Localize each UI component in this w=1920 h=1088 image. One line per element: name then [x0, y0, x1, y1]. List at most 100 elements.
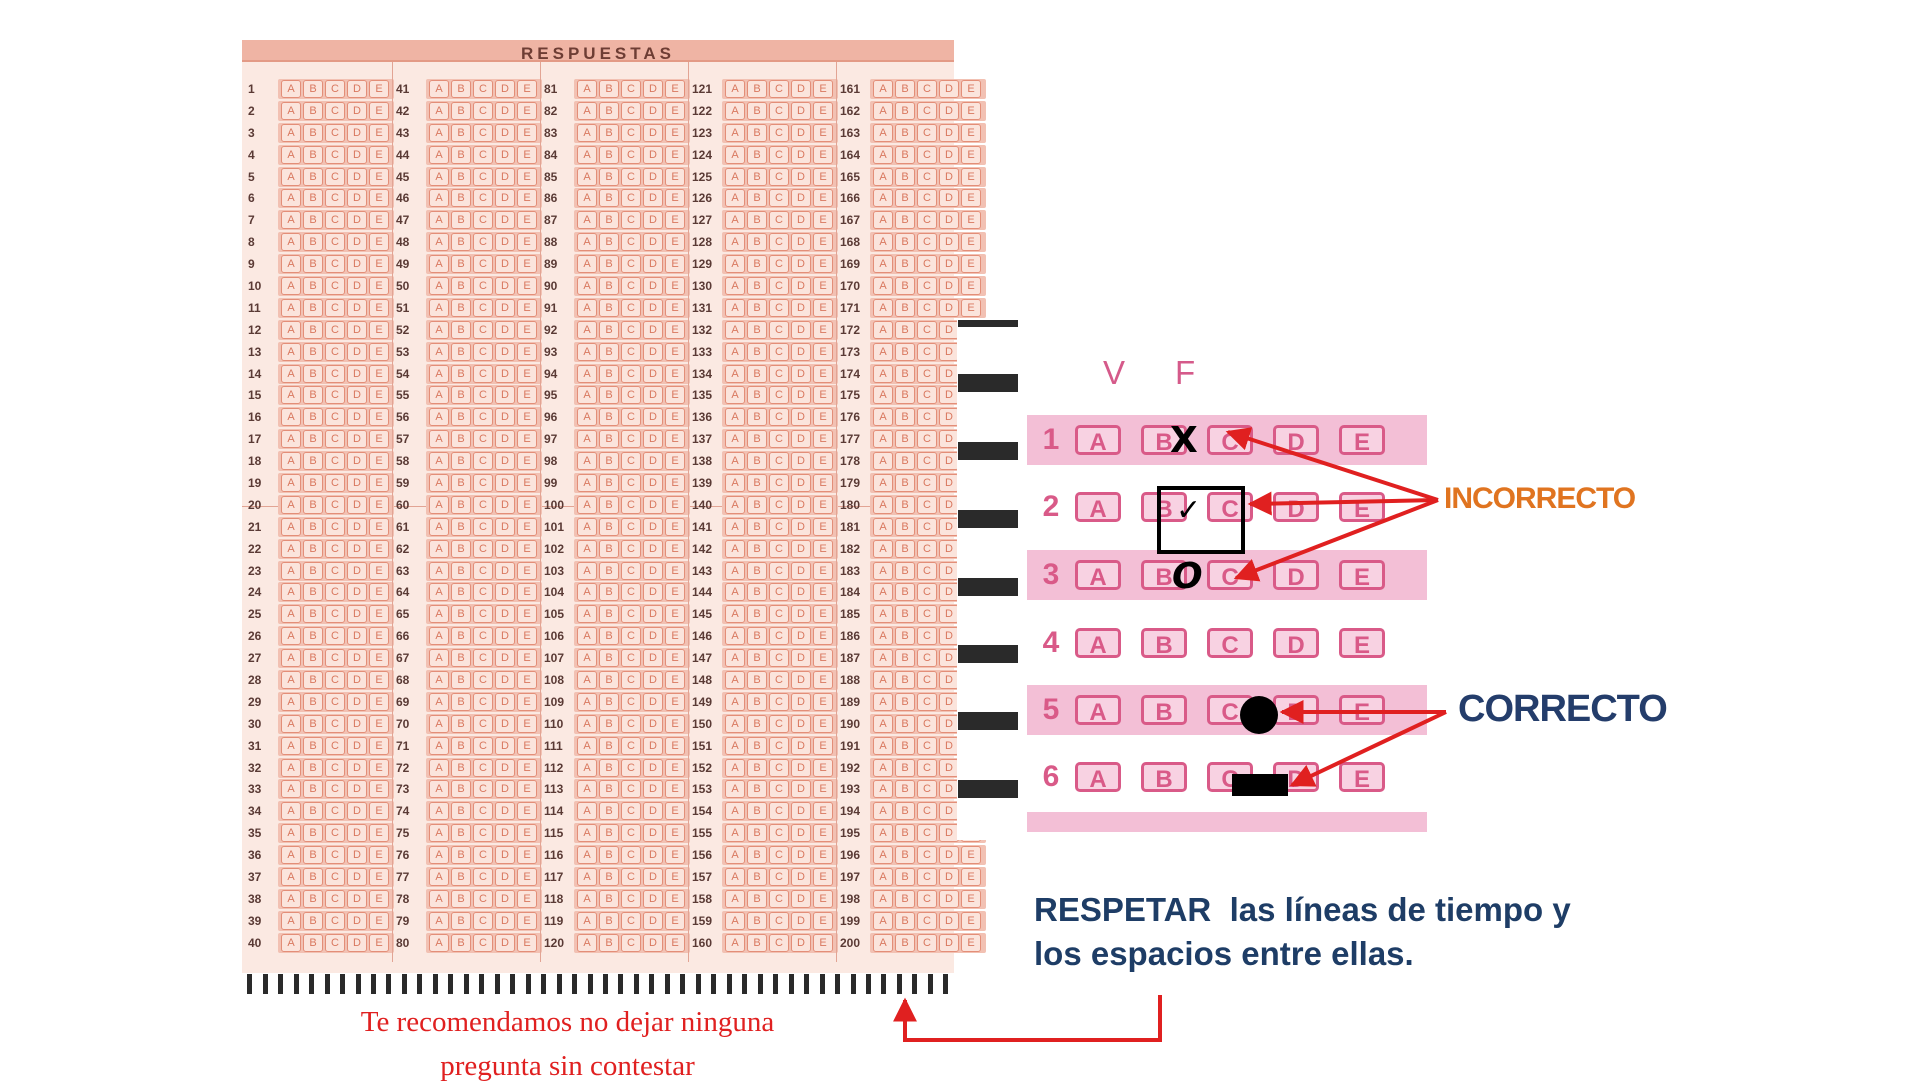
- answer-bubble[interactable]: E: [369, 714, 389, 733]
- answer-bubble[interactable]: A: [725, 758, 745, 777]
- answer-bubble[interactable]: A: [429, 255, 449, 274]
- answer-bubble[interactable]: B: [303, 430, 323, 449]
- answer-bubble[interactable]: C: [621, 320, 641, 339]
- answer-bubble[interactable]: B: [451, 889, 471, 908]
- answer-bubble[interactable]: B: [895, 79, 915, 98]
- answer-bubble[interactable]: D: [347, 649, 367, 668]
- answer-bubble[interactable]: C: [769, 276, 789, 295]
- answer-bubble[interactable]: D: [495, 846, 515, 865]
- answer-bubble[interactable]: A: [725, 780, 745, 799]
- answer-bubble[interactable]: C: [325, 145, 345, 164]
- answer-bubble[interactable]: C: [769, 670, 789, 689]
- answer-bubble[interactable]: A: [577, 758, 597, 777]
- answer-bubble[interactable]: B: [895, 933, 915, 952]
- answer-bubble[interactable]: B: [599, 780, 619, 799]
- answer-bubble[interactable]: B: [451, 911, 471, 930]
- answer-bubble[interactable]: A: [281, 670, 301, 689]
- answer-bubble[interactable]: E: [517, 145, 537, 164]
- answer-bubble[interactable]: B: [303, 802, 323, 821]
- answer-bubble[interactable]: A: [429, 167, 449, 186]
- answer-bubble[interactable]: D: [643, 933, 663, 952]
- answer-bubble[interactable]: C: [473, 276, 493, 295]
- answer-bubble[interactable]: C: [917, 320, 937, 339]
- answer-bubble[interactable]: C: [325, 736, 345, 755]
- answer-bubble[interactable]: E: [665, 320, 685, 339]
- answer-bubble[interactable]: A: [725, 539, 745, 558]
- answer-bubble[interactable]: C: [621, 670, 641, 689]
- answer-bubble[interactable]: C: [325, 758, 345, 777]
- answer-bubble[interactable]: D: [347, 79, 367, 98]
- answer-bubble[interactable]: A: [281, 758, 301, 777]
- answer-bubble[interactable]: D: [643, 627, 663, 646]
- answer-bubble[interactable]: A: [429, 517, 449, 536]
- answer-bubble[interactable]: B: [747, 824, 767, 843]
- answer-bubble[interactable]: C: [473, 167, 493, 186]
- answer-bubble[interactable]: B: [895, 495, 915, 514]
- answer-bubble[interactable]: D: [495, 255, 515, 274]
- answer-bubble[interactable]: B: [747, 780, 767, 799]
- answer-bubble[interactable]: A: [725, 79, 745, 98]
- answer-bubble[interactable]: A: [873, 517, 893, 536]
- answer-bubble[interactable]: E: [665, 276, 685, 295]
- answer-bubble[interactable]: E: [813, 517, 833, 536]
- answer-bubble[interactable]: A: [281, 145, 301, 164]
- answer-bubble[interactable]: E: [517, 868, 537, 886]
- answer-bubble[interactable]: C: [769, 539, 789, 558]
- answer-bubble[interactable]: E: [665, 692, 685, 711]
- answer-bubble[interactable]: C: [917, 101, 937, 120]
- answer-bubble[interactable]: D: [347, 408, 367, 427]
- answer-bubble[interactable]: A: [577, 298, 597, 317]
- answer-bubble[interactable]: E: [665, 758, 685, 777]
- answer-bubble[interactable]: B: [451, 320, 471, 339]
- answer-bubble[interactable]: E: [517, 583, 537, 602]
- answer-bubble[interactable]: A: [725, 123, 745, 142]
- answer-bubble[interactable]: A: [725, 430, 745, 449]
- answer-bubble[interactable]: E: [517, 605, 537, 624]
- answer-bubble[interactable]: E: [369, 868, 389, 886]
- answer-bubble[interactable]: B: [451, 364, 471, 383]
- answer-bubble[interactable]: D: [939, 911, 959, 930]
- answer-bubble[interactable]: C: [325, 452, 345, 471]
- answer-bubble[interactable]: A: [429, 539, 449, 558]
- answer-bubble[interactable]: D: [791, 408, 811, 427]
- answer-bubble[interactable]: C: [917, 605, 937, 624]
- answer-bubble[interactable]: C: [473, 692, 493, 711]
- answer-bubble[interactable]: E: [813, 539, 833, 558]
- answer-bubble[interactable]: E: [517, 189, 537, 208]
- answer-bubble[interactable]: A: [577, 342, 597, 361]
- answer-bubble[interactable]: A: [281, 692, 301, 711]
- answer-bubble[interactable]: C: [621, 189, 641, 208]
- answer-bubble[interactable]: C: [769, 430, 789, 449]
- answer-bubble[interactable]: E: [517, 430, 537, 449]
- answer-bubble[interactable]: A: [873, 386, 893, 405]
- answer-bubble[interactable]: D: [643, 233, 663, 252]
- answer-bubble[interactable]: B: [303, 473, 323, 492]
- answer-bubble[interactable]: C: [769, 364, 789, 383]
- answer-bubble[interactable]: E: [369, 911, 389, 930]
- answer-bubble[interactable]: B: [599, 649, 619, 668]
- answer-bubble[interactable]: D: [347, 517, 367, 536]
- answer-bubble[interactable]: B: [599, 430, 619, 449]
- answer-bubble[interactable]: B: [303, 627, 323, 646]
- answer-bubble[interactable]: A: [281, 276, 301, 295]
- answer-bubble[interactable]: E: [813, 189, 833, 208]
- answer-bubble[interactable]: C: [621, 452, 641, 471]
- answer-bubble[interactable]: D: [939, 276, 959, 295]
- answer-bubble[interactable]: E: [813, 846, 833, 865]
- answer-bubble[interactable]: A: [429, 583, 449, 602]
- answer-bubble[interactable]: A: [577, 539, 597, 558]
- answer-bubble[interactable]: A: [873, 276, 893, 295]
- answer-bubble[interactable]: D: [643, 123, 663, 142]
- answer-bubble[interactable]: C: [917, 189, 937, 208]
- answer-bubble[interactable]: E: [813, 802, 833, 821]
- answer-bubble[interactable]: C: [769, 868, 789, 886]
- answer-bubble[interactable]: C: [917, 408, 937, 427]
- answer-bubble[interactable]: D: [347, 933, 367, 952]
- answer-bubble[interactable]: D: [347, 802, 367, 821]
- answer-bubble[interactable]: D: [347, 211, 367, 230]
- answer-bubble[interactable]: A: [281, 233, 301, 252]
- answer-bubble[interactable]: E: [665, 933, 685, 952]
- answer-bubble[interactable]: D: [643, 736, 663, 755]
- answer-bubble[interactable]: E: [961, 79, 981, 98]
- answer-bubble[interactable]: C: [325, 605, 345, 624]
